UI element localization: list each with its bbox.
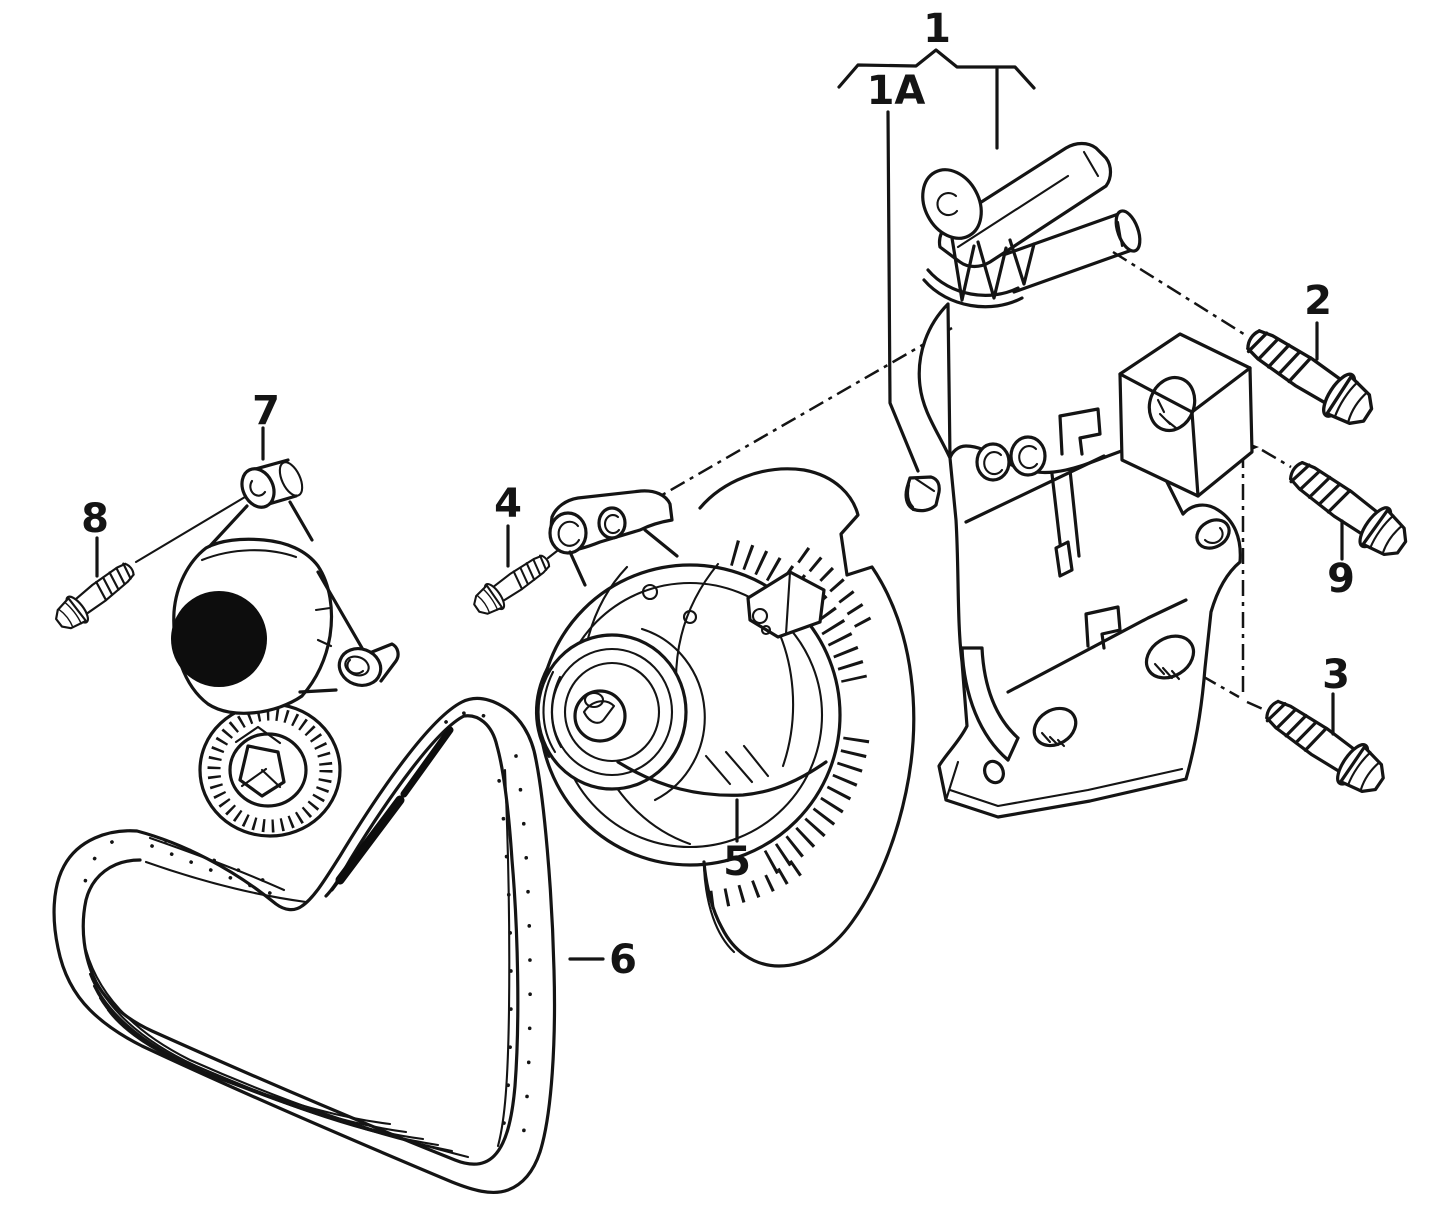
alternator-pulley (534, 627, 706, 802)
part-label-3: 3 (1322, 652, 1350, 698)
alternator-mount-lugs (548, 489, 679, 587)
bracket-hole-upper-right (1144, 634, 1196, 681)
part-label-8: 8 (81, 496, 109, 542)
belt-dots (82, 710, 532, 1160)
bolt-2-group: 2 (1236, 278, 1383, 436)
tensioner-damper-cap (171, 591, 267, 687)
part-label-7: 7 (252, 388, 280, 434)
tensioner-mount-eye (240, 467, 276, 509)
belt-top-edge-double (148, 836, 286, 892)
part-label-1a: 1A (867, 68, 926, 114)
bracket-cutout-2 (1084, 605, 1122, 650)
belt-outer-edge (52, 696, 557, 1195)
bolt-8 (48, 554, 142, 637)
part-label-5: 5 (723, 839, 751, 885)
alternator-terminal-block (746, 570, 826, 639)
dash-line-bolt3-b (1246, 700, 1266, 712)
ribbed-belt: 6 (52, 696, 637, 1195)
part-label-2: 2 (1304, 278, 1332, 324)
bolt-4 (467, 546, 557, 622)
bracket-foot-hole (983, 759, 1005, 785)
part-label-1: 1 (923, 6, 951, 52)
belt-right-band-double (496, 768, 511, 1148)
bracket-bushing-tube-end (1114, 209, 1142, 253)
bracket-hole-lower-left (1032, 706, 1078, 748)
spacer-sleeve-1a (904, 475, 941, 513)
bolt-2 (1236, 316, 1383, 436)
leader-bolt8-to-tensioner (134, 492, 252, 564)
bolt-4-group: 4 (467, 481, 557, 622)
belt-shaded-streak (330, 726, 454, 892)
bolt-3-group: 3 (1255, 652, 1395, 804)
alternator-pulley-nut (573, 689, 627, 743)
bracket-pivot-arm (921, 141, 1142, 309)
bolt-3 (1255, 687, 1395, 804)
bracket-splines (950, 236, 1036, 302)
part-label-4: 4 (494, 481, 522, 527)
bracket-arch-cutout (960, 646, 1010, 762)
bolt-9 (1279, 448, 1418, 567)
belt-ribs (84, 948, 470, 1159)
alternator: 5 (534, 467, 916, 968)
bracket-eyelet-2 (1009, 435, 1047, 477)
part-label-6: 6 (609, 937, 637, 983)
bracket-top-block (1118, 332, 1254, 498)
tensioner-pulley-ribs (207, 707, 333, 833)
alternator-housing (698, 467, 916, 968)
alternator-bracket: 1 1A (837, 6, 1254, 819)
bolt-9-group: 9 (1279, 448, 1418, 602)
dash-line-bolt9-b (1261, 448, 1292, 469)
bolt-8-group: 8 (48, 496, 142, 637)
dash-line-bolt2 (1112, 250, 1248, 338)
bracket-pivot-boss (921, 168, 983, 240)
belt-tensioner: 7 (171, 388, 400, 838)
dash-line-alternator-to-bracket (642, 326, 953, 508)
bracket-cutout-1 (1058, 407, 1102, 456)
part1a-leader (886, 110, 920, 473)
part1-brace (837, 48, 1036, 90)
belt-upper-band-inner-line (144, 860, 308, 904)
part-label-9: 9 (1327, 556, 1355, 602)
